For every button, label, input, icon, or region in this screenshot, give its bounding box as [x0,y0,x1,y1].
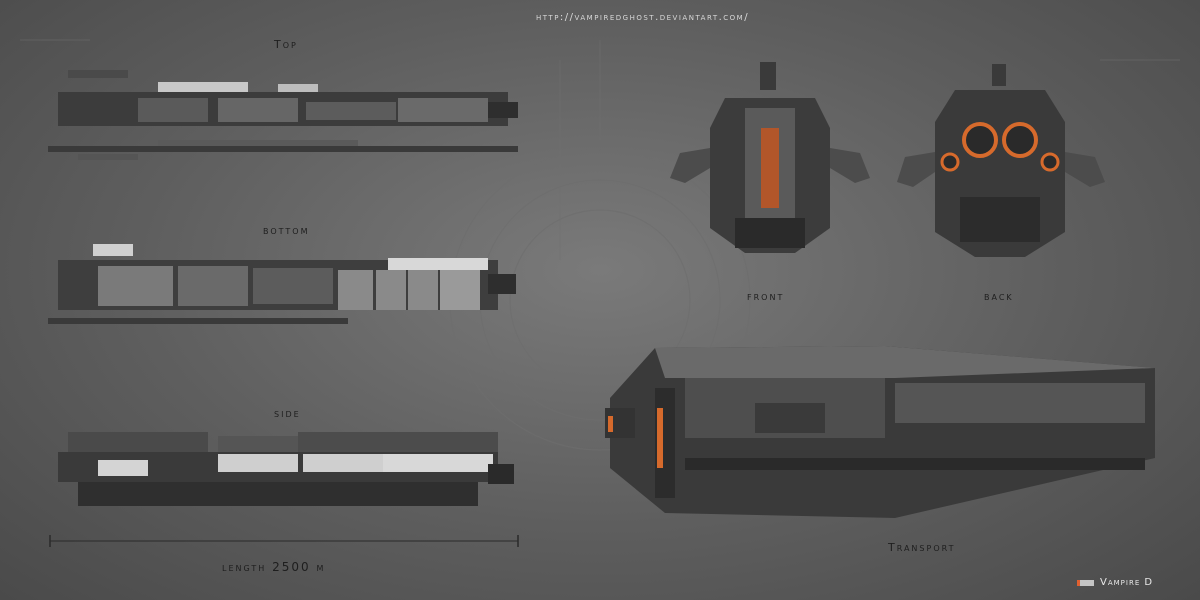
view-label-back: back [984,290,1014,303]
credit-text: Vampire D [1100,577,1154,588]
ship-transport-render [605,346,1155,518]
ship-front-view [670,62,870,253]
ship-bottom-view [48,244,516,324]
watermark-url: http://vampiredghost.deviantart.com/ [536,12,750,23]
ship-back-view [897,64,1105,257]
view-label-front: front [747,290,785,303]
length-scale-bar [49,535,519,547]
ship-side-view [58,432,514,506]
view-label-transport: Transport [888,541,956,554]
view-label-side: side [274,407,301,420]
view-label-top: Top [274,38,298,51]
credit-logo-icon [1077,579,1094,586]
artist-credit: Vampire D [1077,577,1153,588]
view-label-bottom: bottom [263,224,310,237]
ship-top-view [48,70,518,160]
length-label: length 2500 m [222,560,326,574]
